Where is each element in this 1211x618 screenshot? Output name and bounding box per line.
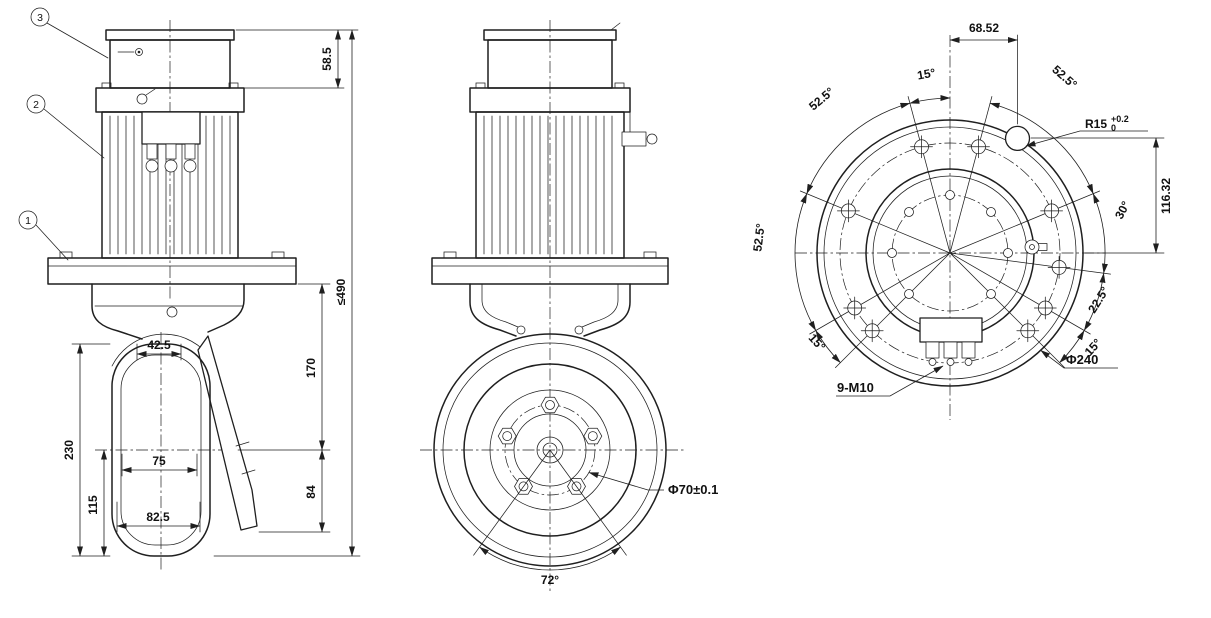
balloon-2-label: 2 [33,99,39,111]
dim-angle-left: 52.5° [750,222,767,252]
dim-notch-radius: R15 [1085,117,1107,131]
radial-lines [799,96,1111,368]
front-mounting-plate [431,257,669,285]
dim-axle-to-bottom: 84 [304,485,318,499]
dim-bolt-spec: 9-M10 [837,380,874,395]
flange-view [795,35,1111,420]
dim-angle-right-30: 30° [1112,199,1133,222]
front-view-dimensions: Φ70±0.1 72° [473,449,718,587]
dim-angle-right-22-5: 22.5° [1085,284,1112,315]
flange-notch [1004,125,1031,152]
dim-flange-diameter: Φ240 [1066,352,1098,367]
balloon-2-icon [26,94,46,114]
dim-notch-offset-x: 68.52 [969,21,999,35]
dim-wheel-diameter: 230 [62,440,76,460]
balloon-3-label: 3 [37,12,43,24]
dim-wheel-radius: 115 [86,495,100,515]
dim-notch-radius-tol-upper: +0.2 [1111,114,1129,124]
front-fork [469,283,631,337]
inner-screws [887,190,1013,299]
balloon-3-icon [30,7,50,27]
dim-angle-top-left: 52.5° [806,84,837,113]
wheel-outer [433,333,667,567]
side-view [47,20,297,572]
keyhole-feature [1024,239,1048,255]
dim-wheel-width: 75 [152,454,166,468]
flange-view-dimensions: 68.52 116.32 15° 52.5° 52.5° 52.5° 30° 2… [750,21,1173,397]
front-cooling-fins [483,115,613,255]
axle-boss [536,436,564,464]
wheel-rim [463,363,637,537]
side-cable-gland [621,111,658,147]
axle-center [542,442,558,458]
front-view [420,20,685,592]
balloon-callouts: 3 2 1 [18,7,109,261]
gear-housing [91,283,258,531]
dim-notch-radius-tol-lower: 0 [1111,123,1116,133]
dim-notch-offset-y: 116.32 [1159,178,1173,214]
flange-connector-block [919,317,983,366]
balloon-1-icon [18,210,38,230]
side-view-dimensions: 58.5 ≤490 230 115 42.5 75 82.5 170 84 [62,29,361,557]
wheel-hub [513,413,587,487]
mounting-holes [837,135,1071,343]
cooling-fins [109,115,231,255]
eyebolt-icon [136,93,148,105]
wheel-tire-inner [442,342,658,558]
dim-cap-height: 58.5 [320,47,334,71]
hub-bolts [497,396,603,495]
mounting-plate [47,257,297,285]
dim-angle-bottom-left-15: 15° [806,331,829,354]
dim-angle-top: 15° [916,66,937,83]
dim-hub-bolt-angle: 72° [541,573,559,587]
balloon-1-label: 1 [25,215,31,227]
wheel-side [111,343,211,557]
dim-wheel-width-outer: 82.5 [146,510,170,524]
dim-hub-bolt-circle: Φ70±0.1 [668,482,718,497]
cap-vent-icon [135,48,143,56]
dim-plate-to-axle: 170 [304,358,318,378]
housing-leg [197,335,258,531]
dim-overall-height: ≤490 [334,278,348,305]
dim-angle-top-right: 52.5° [1049,62,1080,91]
wheel-hub-outer [489,389,611,511]
dim-offset: 42.5 [147,338,171,352]
cable-gland-block [141,111,201,173]
